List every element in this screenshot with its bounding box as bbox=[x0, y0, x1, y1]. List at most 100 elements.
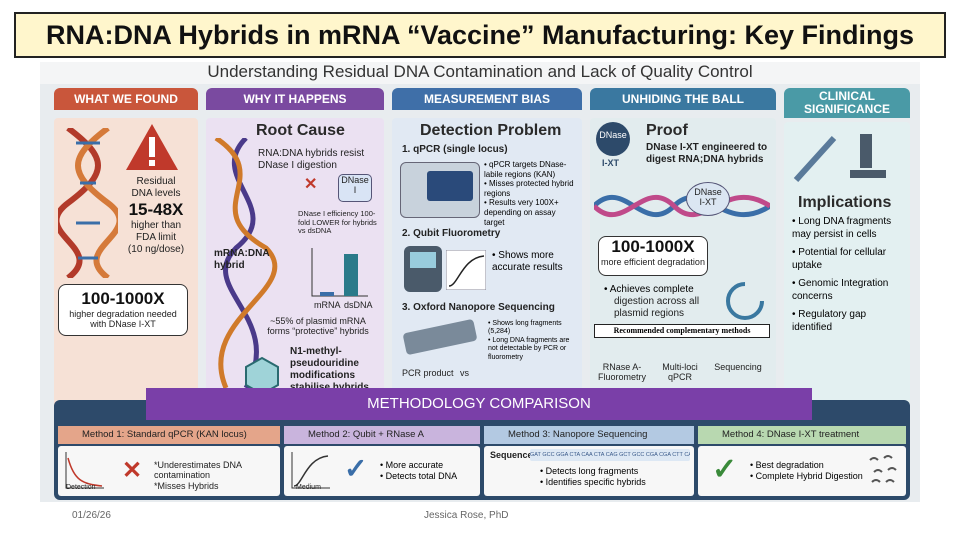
infographic: Understanding Residual DNA Contamination… bbox=[40, 62, 920, 502]
nanopore-point: Shows long fragments (5,284) bbox=[488, 320, 578, 337]
resist-text: RNA:DNA hybrids resist DNase I digestion bbox=[258, 148, 378, 172]
implication-item: Regulatory gap identified bbox=[792, 309, 902, 334]
column-body: Residual DNA levels 15-48X higher than F… bbox=[54, 118, 198, 440]
column-body: Root Cause RNA:DNA hybrids resist DNase … bbox=[206, 118, 384, 440]
implications-title: Implications bbox=[798, 194, 892, 211]
hybrid-label-line: hybrid bbox=[214, 260, 245, 271]
qubit-heading: 2. Qubit Fluorometry bbox=[402, 228, 501, 239]
engineered-line: DNase I-XT engineered to bbox=[646, 142, 768, 153]
dnase-tag-line: DNase bbox=[341, 175, 369, 185]
digested-helix-icon bbox=[594, 194, 770, 218]
cross-icon: ✕ bbox=[122, 457, 143, 484]
qubit-curve-icon bbox=[446, 250, 486, 290]
degradation-line: higher degradation needed bbox=[69, 309, 177, 319]
method-point: *Misses Hybrids bbox=[154, 480, 219, 491]
check-icon: ✓ bbox=[344, 453, 368, 484]
column-body: Detection Problem 1. qPCR (single locus)… bbox=[392, 118, 582, 440]
achieves-line: digestion across all bbox=[614, 296, 700, 307]
efficiency-bar bbox=[344, 254, 358, 296]
dnase-tag-line: I-XT bbox=[602, 158, 619, 168]
enzyme-line: DNase bbox=[694, 187, 722, 197]
method-2-body: Medium ✓ More accurate Detects total DNA bbox=[284, 446, 480, 496]
column-clinical-significance: CLINICAL SIGNIFICANCE Implications Long … bbox=[784, 88, 910, 440]
degradation-line: with DNase I-XT bbox=[90, 319, 156, 330]
method-3-body: Sequence GAT GCC GGA CTA CAA CTA CAG GCT… bbox=[484, 446, 694, 496]
dnase-i-tag: DNase I bbox=[338, 174, 372, 202]
warning-icon bbox=[126, 124, 178, 170]
efficiency-bar-chart bbox=[311, 248, 368, 297]
implication-item: Potential for cellular uptake bbox=[792, 247, 902, 272]
efficiency-box: 100-1000X more efficient degradation bbox=[598, 236, 708, 276]
limit-line: higher than bbox=[130, 220, 182, 231]
dnase-ixt-enzyme: DNase I-XT bbox=[686, 182, 730, 216]
method-1-body: Detection ✕ *Underestimates DNA contamin… bbox=[58, 446, 280, 496]
percent-line: ~55% of plasmid mRNA bbox=[270, 316, 366, 326]
engineered-line: digest RNA;DNA hybrids bbox=[646, 154, 764, 165]
slide-title: RNA:DNA Hybrids in mRNA “Vaccine” Manufa… bbox=[14, 12, 946, 58]
detection-problem-title: Detection Problem bbox=[420, 122, 562, 139]
n1-line: stabilise hybrids bbox=[290, 382, 380, 394]
blocked-x-icon: ✕ bbox=[304, 176, 318, 193]
degradation-needed-box: 100-1000X higher degradation needed with… bbox=[58, 284, 188, 336]
qpcr-heading: 1. qPCR (single locus) bbox=[402, 144, 508, 155]
bar-label: dsDNA bbox=[344, 300, 373, 310]
column-header: UNHIDING THE BALL bbox=[590, 88, 776, 110]
method-point: Detects total DNA bbox=[380, 471, 476, 482]
method-1-x-axis: Detection bbox=[66, 484, 96, 491]
resist-line: RNA:DNA hybrids resist bbox=[258, 148, 365, 159]
hybrid-label: mRNA:DNA hybrid bbox=[214, 248, 274, 272]
n1-text: N1-methyl- pseudouridine modifications s… bbox=[290, 346, 380, 394]
column-what-we-found: WHAT WE FOUND Residual DNA levels 15-48X… bbox=[54, 88, 198, 440]
dna-helix-icon bbox=[58, 128, 118, 278]
footer-date: 01/26/26 bbox=[72, 510, 111, 521]
column-header: MEASUREMENT BIAS bbox=[392, 88, 582, 110]
fragments-icon bbox=[869, 455, 897, 483]
method-2-points: More accurate Detects total DNA bbox=[380, 460, 476, 482]
cycle-arrow-icon bbox=[726, 282, 764, 320]
method-3-points: Detects long fragments Identifies specif… bbox=[540, 466, 690, 488]
column-why-it-happens: WHY IT HAPPENS Root Cause RNA:DNA hybrid… bbox=[206, 88, 384, 440]
syringe-microscope-icon bbox=[793, 134, 886, 183]
n1-line: modifications bbox=[290, 370, 356, 381]
achieves-text: Achieves complete bbox=[604, 284, 714, 296]
footer-author: Jessica Rose, PhD bbox=[424, 510, 509, 521]
method-point: More accurate bbox=[380, 460, 476, 471]
check-icon: ✓ bbox=[712, 453, 738, 486]
residual-dna-text: Residual DNA levels 15-48X higher than F… bbox=[116, 176, 196, 256]
recommended-method: RNase A-Fluorometry bbox=[597, 362, 646, 383]
sequence-label: Sequence bbox=[490, 450, 533, 460]
method-point: Best degradation bbox=[750, 460, 870, 471]
implication-item: Genomic Integration concerns bbox=[792, 278, 902, 303]
method-2-curve-icon bbox=[291, 452, 330, 489]
column-unhiding-the-ball: UNHIDING THE BALL DNase Proof I-XT DNase… bbox=[590, 88, 776, 440]
infographic-subtitle: Understanding Residual DNA Contamination… bbox=[40, 62, 920, 84]
residual-line: DNA levels bbox=[131, 188, 181, 199]
qpcr-machine-icon bbox=[400, 162, 480, 218]
method-point: *Underestimates DNA contamination bbox=[154, 460, 242, 481]
column-measurement-bias: MEASUREMENT BIAS Detection Problem 1. qP… bbox=[392, 88, 582, 440]
method-1-curve-icon bbox=[65, 452, 104, 489]
enzyme-line: I-XT bbox=[699, 197, 717, 208]
column-header: WHAT WE FOUND bbox=[54, 88, 198, 110]
implication-item: Long DNA fragments may persist in cells bbox=[792, 216, 902, 241]
achieves-line: Achieves complete bbox=[604, 284, 714, 296]
qpcr-point: qPCR targets DNase-labile regions (KAN) bbox=[484, 160, 578, 179]
column-body: DNase Proof I-XT DNase I-XT engineered t… bbox=[590, 118, 776, 440]
dnase-tag-line: DNase bbox=[599, 130, 627, 140]
degradation-value: 100-1000X bbox=[81, 289, 165, 308]
recommended-methods-label: Recommended complementary methods bbox=[594, 324, 770, 338]
hybrid-helix-icon bbox=[214, 138, 278, 388]
limit-line: FDA limit bbox=[136, 232, 176, 243]
method-4-body: ✓ Best degradation Complete Hybrid Diges… bbox=[698, 446, 906, 496]
nanopore-device-icon bbox=[402, 318, 478, 356]
method-2-label: Method 2: Qubit + RNase A bbox=[284, 426, 480, 444]
n1-line: pseudouridine bbox=[290, 358, 359, 369]
method-point: Detects long fragments bbox=[540, 466, 690, 477]
efficiency-note: DNase I efficiency 100-fold LOWER for hy… bbox=[298, 209, 377, 236]
percent-line: forms “protective” hybrids bbox=[267, 326, 369, 337]
efficiency-value: 100-1000X bbox=[611, 237, 695, 256]
recommended-method: Multi-loci qPCR bbox=[662, 362, 698, 383]
qubit-points: Shows more accurate results bbox=[492, 250, 576, 274]
achieves-line: plasmid regions bbox=[614, 308, 685, 319]
proof-title: Proof bbox=[646, 122, 688, 139]
